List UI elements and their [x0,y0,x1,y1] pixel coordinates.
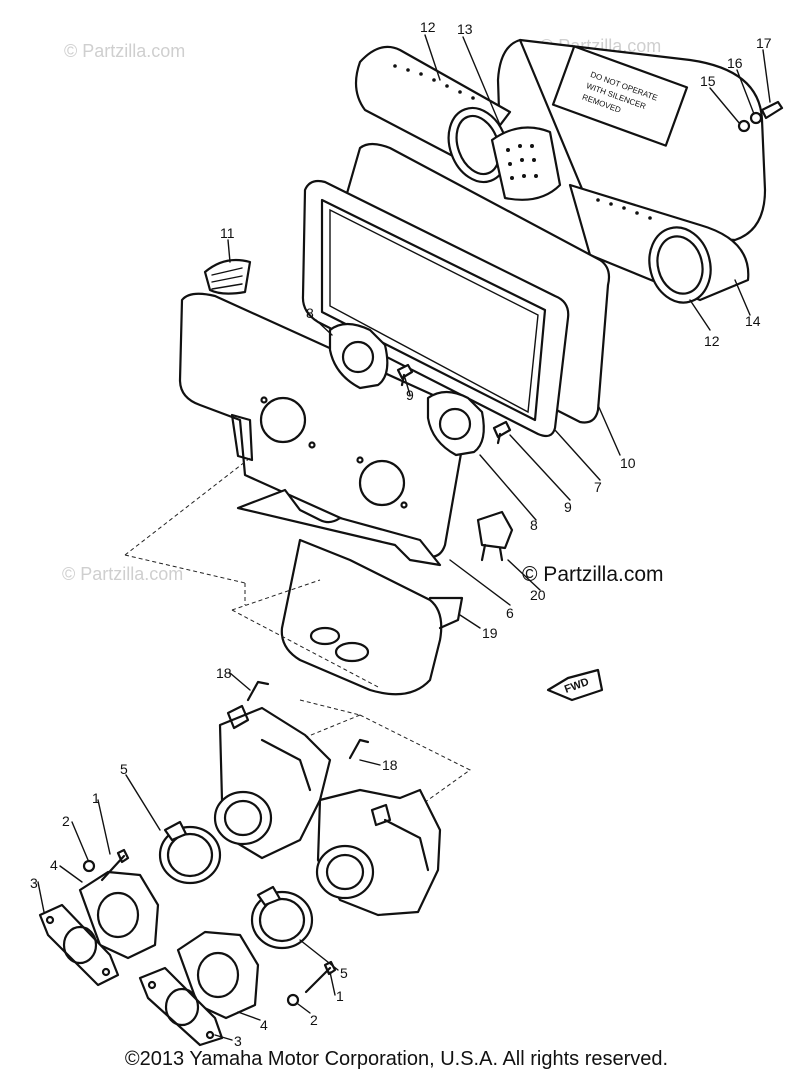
hose-clamp-lower [250,885,314,950]
carburetor-left [213,704,332,860]
callout-15: 15 [700,73,716,89]
watermark-top-left: © Partzilla.com [64,41,185,61]
callout-9-upper: 9 [406,387,414,403]
joint-washer-lower [286,993,300,1007]
carburetor-joint-upper [78,870,160,960]
callout-3-lower: 3 [234,1033,242,1049]
insulator-flange-lower [138,966,224,1047]
callout-6: 6 [506,605,514,621]
copyright-notice: ©2013 Yamaha Motor Corporation, U.S.A. A… [124,1048,669,1070]
callout-numbers: 12 13 17 16 15 11 12 14 8 9 10 7 9 8 20 … [30,19,772,1049]
air-cleaner-base-plate [178,292,468,558]
callout-10: 10 [620,455,636,471]
callout-2-lower: 2 [310,1012,318,1028]
watermark-mid-right: © Partzilla.com [522,563,664,586]
callout-18-lower: 18 [382,757,398,773]
callout-8-upper: 8 [306,305,314,321]
callout-5-upper: 5 [120,761,128,777]
leader-lines [37,34,771,1041]
callout-1-upper: 1 [92,790,100,806]
callout-16: 16 [727,55,743,71]
case-screw-set [737,100,784,133]
spring-clip [203,258,252,295]
callout-4-upper: 4 [50,857,58,873]
callout-17: 17 [756,35,772,51]
carburetor-right [315,788,442,917]
warning-label-plate [551,45,689,147]
joint-washer-upper [82,859,96,873]
callout-14: 14 [745,313,761,329]
callout-12-top: 12 [420,19,436,35]
air-cleaner-case: DO NOT OPERATE WITH SILENCER REMOVED [496,38,767,242]
callout-13: 13 [457,21,473,37]
callout-19: 19 [482,625,498,641]
watermark-mid-left: © Partzilla.com [62,564,183,584]
insulator-flange-upper [38,903,120,987]
callout-5-lower: 5 [340,965,348,981]
carb-joint-gasket-upper [328,322,389,390]
joint-bolt-lower [286,960,337,1007]
damper-block [476,510,514,562]
cable-clip-lower [348,738,370,760]
callout-9-lower: 9 [564,499,572,515]
callout-8-lower: 8 [530,517,538,533]
intake-silencer [490,126,562,201]
joint-bolt-upper [82,848,130,882]
filter-seal-gasket [301,179,570,438]
air-cleaner-bracket [236,488,464,696]
callout-3-upper: 3 [30,875,38,891]
callout-4-lower: 4 [260,1017,268,1033]
intake-duct-left [354,45,512,184]
callout-11: 11 [220,225,235,241]
callout-18-upper: 18 [216,665,232,681]
callout-12-right: 12 [704,333,720,349]
callout-2-upper: 2 [62,813,70,829]
forward-direction-arrow: FWD [546,668,604,702]
intake-duct-right [568,183,750,304]
carb-joint-gasket-lower [426,390,485,457]
callout-1-lower: 1 [336,988,344,1004]
bolt-upper [396,363,414,387]
hose-clamp-upper [158,820,222,885]
callout-20: 20 [530,587,546,603]
callout-7: 7 [594,479,602,495]
cable-clip-upper [246,680,270,702]
bolt-lower [492,420,512,445]
